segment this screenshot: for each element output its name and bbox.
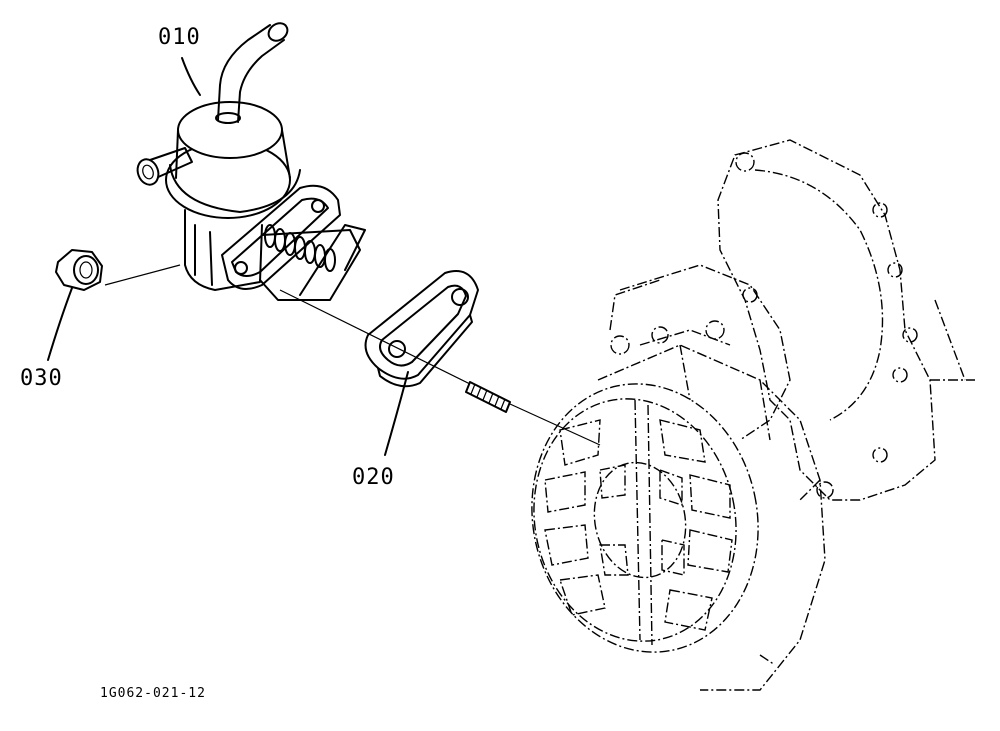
leader-line-020 <box>384 371 409 456</box>
pump-spring <box>264 224 336 272</box>
leader-line-030 <box>47 287 73 361</box>
fuel-pump-010 <box>136 22 366 301</box>
leader-line-010 <box>181 57 201 96</box>
gasket-020 <box>364 270 479 388</box>
callout-030: 030 <box>20 366 63 391</box>
stud-bolt <box>465 381 511 413</box>
nut-030 <box>55 249 103 291</box>
callout-020: 020 <box>352 465 395 490</box>
callout-010: 010 <box>158 25 201 50</box>
reference-code: 1G062-021-12 <box>100 686 206 701</box>
axis-line-mid <box>279 289 471 385</box>
engine-housing <box>531 139 975 691</box>
axis-line-right <box>509 403 601 446</box>
axis-line-left <box>104 264 181 286</box>
